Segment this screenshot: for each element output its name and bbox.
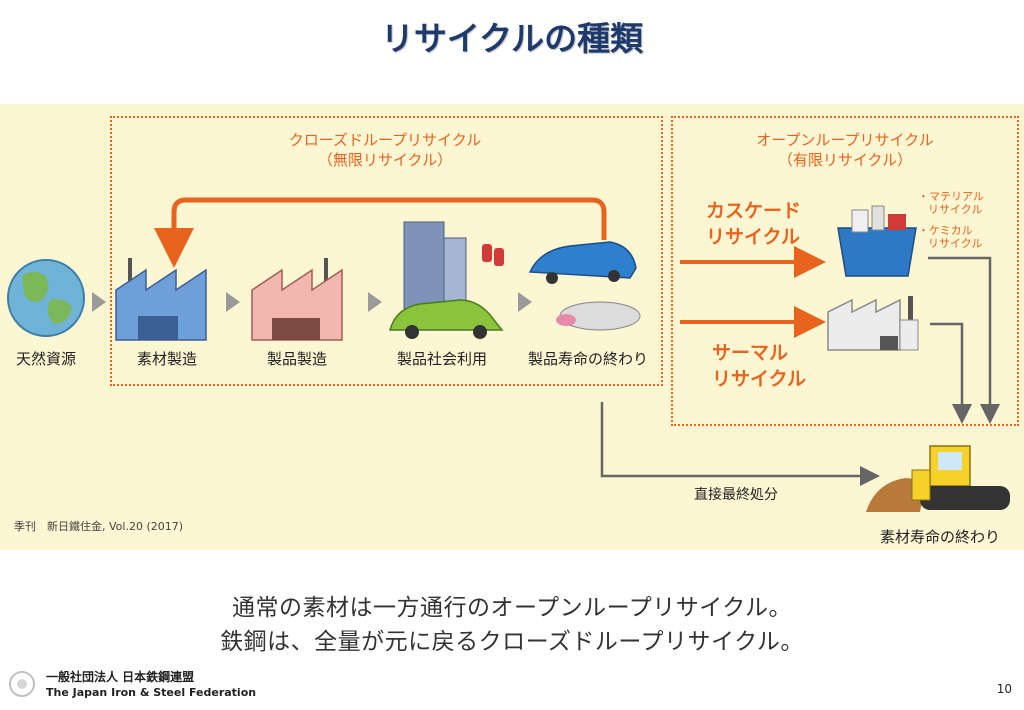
message-line1: 通常の素材は一方通行のオープンループリサイクル。 <box>231 595 793 621</box>
open-loop-subtitle: （有限リサイクル） <box>777 151 913 169</box>
direct-disposal-arrow <box>600 402 880 486</box>
org-name-jp: 一般社団法人 日本鉄鋼連盟 <box>46 670 195 684</box>
cascade-label: カスケード リサイクル <box>706 198 801 250</box>
material-recycle-label: ・マテリアル リサイクル <box>918 190 984 216</box>
thermal-route-arrow <box>930 322 972 424</box>
bulldozer-icon <box>866 445 1010 512</box>
society-use-icon <box>389 221 504 339</box>
material-factory-icon <box>115 258 207 341</box>
citation: 季刊 新日鐵住金, Vol.20 (2017) <box>14 520 184 533</box>
closed-loop-label: クローズドループリサイクル （無限リサイクル） <box>240 130 530 170</box>
page-number: 10 <box>996 682 1012 696</box>
org-name-en: The Japan Iron & Steel Federation <box>46 686 257 699</box>
material-recycle-line1: ・マテリアル <box>918 190 984 203</box>
closed-loop-box <box>110 116 663 386</box>
material-end-label: 素材寿命の終わり <box>880 528 1001 546</box>
open-loop-label: オープンループリサイクル （有限リサイクル） <box>700 130 990 170</box>
thermal-label-line2: リサイクル <box>712 368 807 390</box>
stage-product-use: 製品社会利用 <box>396 350 487 368</box>
closed-loop-title: クローズドループリサイクル <box>288 131 482 149</box>
stage-product-end-of-life: 製品寿命の終わり <box>527 350 648 368</box>
recycle-bin-icon <box>837 205 917 277</box>
chemical-recycle-label: ・ケミカル リサイクル <box>918 224 982 250</box>
message-line2: 鉄鋼は、全量が元に戻るクローズドループリサイクル。 <box>220 629 804 655</box>
page-title: リサイクルの種類 <box>380 19 644 58</box>
open-loop-box <box>671 116 1019 426</box>
cascade-label-line2: リサイクル <box>706 226 801 248</box>
end-of-life-product-icon <box>528 241 641 331</box>
direct-disposal-label: 直接最終処分 <box>694 487 778 503</box>
thermal-label-line1: サーマル <box>712 342 789 364</box>
chemical-recycle-line2: リサイクル <box>928 237 983 250</box>
chemical-recycle-line1: ・ケミカル <box>918 224 973 237</box>
thermal-plant-icon <box>827 296 919 351</box>
federation-logo <box>9 671 35 697</box>
product-factory-icon <box>251 258 343 341</box>
stage-natural-resources: 天然資源 <box>15 350 76 368</box>
closed-loop-arrow <box>154 197 607 268</box>
cascade-label-line1: カスケード <box>706 200 802 222</box>
stage-product-manufacturing: 製品製造 <box>266 350 327 368</box>
thermal-label: サーマル リサイクル <box>712 340 806 392</box>
chevron-arrows <box>92 292 532 312</box>
material-recycle-line2: リサイクル <box>928 203 983 216</box>
globe-icon <box>7 259 85 337</box>
material-route-arrow <box>928 256 1000 424</box>
closed-loop-subtitle: （無限リサイクル） <box>317 151 453 169</box>
stage-material-production: 素材製造 <box>136 350 197 368</box>
open-loop-title: オープンループリサイクル <box>756 131 934 149</box>
